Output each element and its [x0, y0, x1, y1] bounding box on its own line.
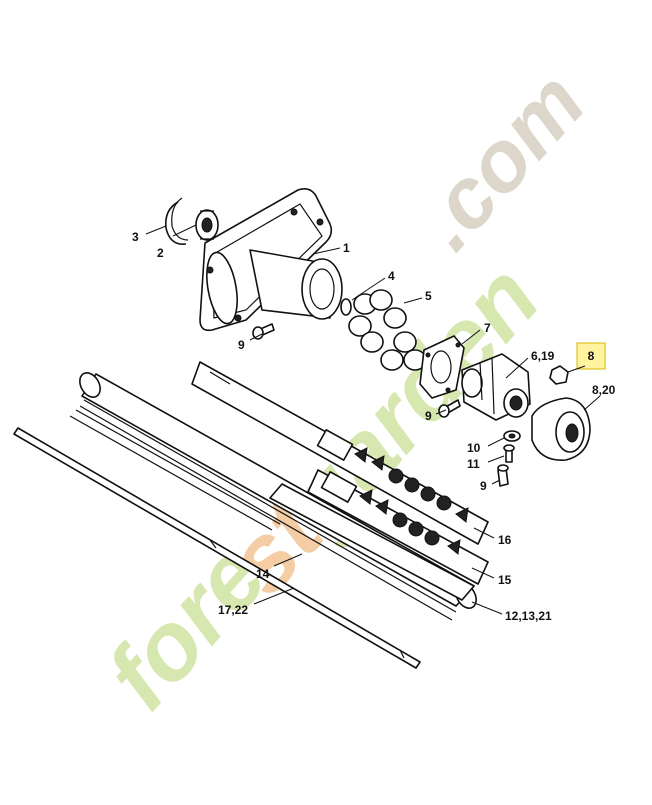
- part-liner-tube: [69, 409, 475, 601]
- callout-3: 3: [132, 230, 139, 244]
- leader-lines: [145, 224, 601, 615]
- part-drive-shaft: [13, 427, 421, 669]
- callout-14: 14: [256, 567, 270, 581]
- part-screw-9-a: [252, 323, 275, 340]
- callout-8-20: 8,20: [592, 383, 616, 397]
- callout-11: 11: [467, 457, 480, 471]
- callout-17-22: 17,22: [218, 603, 248, 617]
- watermark-text-suffix: .com: [398, 54, 604, 267]
- part-warning-decal-15: [307, 469, 489, 585]
- part-warning-decal-16: [191, 361, 489, 545]
- callout-4: 4: [388, 269, 395, 283]
- callout-9-a: 9: [238, 338, 245, 352]
- part-rubber-coupling: [348, 289, 427, 371]
- callout-8: 8: [588, 349, 595, 363]
- part-ball-bearing: [195, 209, 219, 241]
- part-screw-9-c: [497, 464, 509, 487]
- callout-9-b: 9: [425, 409, 432, 423]
- callout-9-c: 9: [480, 479, 487, 493]
- part-small-nut: 8: [549, 342, 606, 385]
- callout-15: 15: [498, 573, 512, 587]
- callout-12-13-21: 12,13,21: [505, 609, 552, 623]
- part-circlip: [164, 197, 189, 245]
- part-gasket: [419, 335, 465, 399]
- callout-labels: 1 2 3 4 5 7 6,19 8,20 9 9 9 10 11 16 15 …: [132, 230, 616, 623]
- part-snap-ring: [340, 298, 352, 316]
- callout-5: 5: [425, 289, 432, 303]
- part-washer: [503, 430, 521, 442]
- part-pin: [503, 444, 515, 463]
- highlight-box: [576, 342, 606, 370]
- part-clamp-housing: [461, 353, 531, 421]
- part-gear-housing: [199, 188, 343, 332]
- callout-1: 1: [343, 241, 350, 255]
- callout-10: 10: [467, 441, 481, 455]
- callout-7: 7: [484, 321, 491, 335]
- callout-16: 16: [498, 533, 512, 547]
- part-cup-housing: [531, 397, 591, 461]
- callout-6-19: 6,19: [531, 349, 555, 363]
- callout-2: 2: [157, 246, 164, 260]
